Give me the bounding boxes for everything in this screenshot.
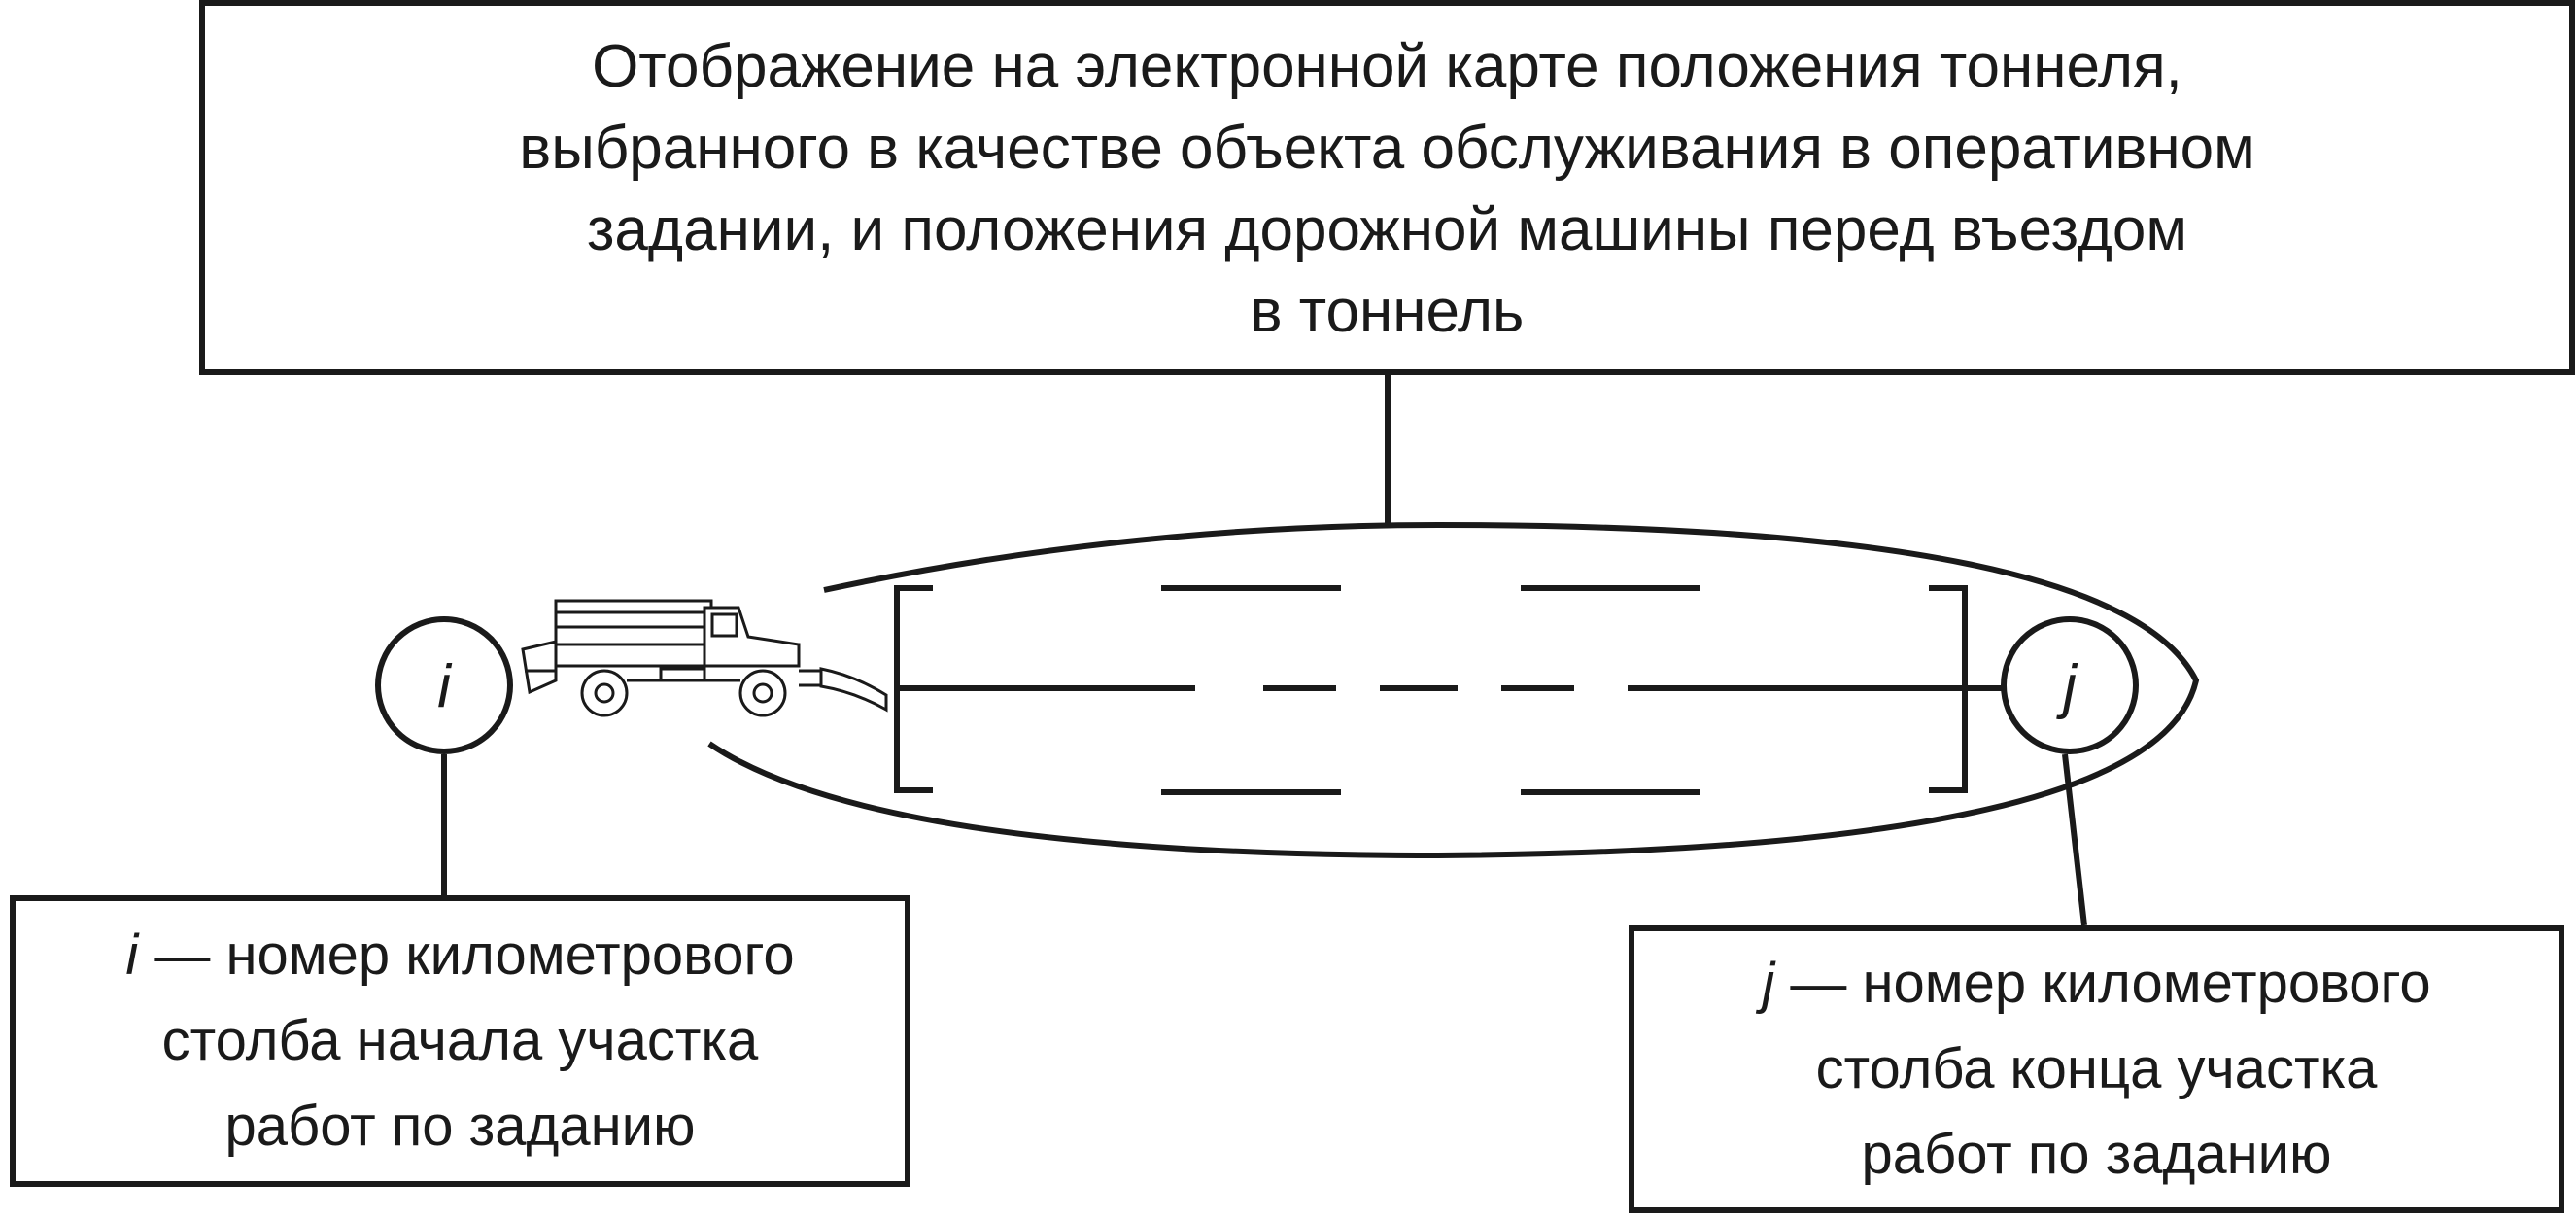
node-j-legend-box: j — номер километрового столба конца уча…	[1629, 925, 2564, 1213]
right-box-line-2: столба конца участка	[1815, 1037, 2378, 1100]
node-i-label: i	[437, 653, 453, 720]
node-i-legend-box: i — номер километрового столба начала уч…	[10, 895, 910, 1187]
top-box-line-4: в тоннель	[1250, 278, 1525, 345]
left-box-line-2: столба начала участка	[161, 1009, 759, 1072]
snowplow-truck-icon	[521, 599, 888, 717]
right-box-line-3: работ по заданию	[1861, 1123, 2332, 1186]
top-box-line-1: Отображение на электронной карте положен…	[592, 33, 2182, 100]
left-box-line-3: работ по заданию	[224, 1095, 696, 1158]
left-box-symbol: i	[125, 923, 139, 987]
top-box-line-2: выбранного в качестве объекта обслуживан…	[519, 115, 2255, 182]
tunnel-description-box: Отображение на электронной карте положен…	[199, 0, 2575, 375]
node-j-circle	[2001, 616, 2139, 754]
top-box-line-3: задании, и положения дорожной машины пер…	[587, 196, 2187, 263]
arrow-to-node-j	[2062, 753, 2087, 926]
left-box-line-1: i — номер километрового	[125, 913, 794, 998]
tunnel-outline	[707, 521, 2200, 859]
right-box-line-1-text: — номер километрового	[1774, 952, 2431, 1015]
left-box-line-1-text: — номер километрового	[138, 923, 795, 987]
node-i-circle	[375, 616, 513, 754]
right-box-line-1: j — номер километрового	[1762, 941, 2430, 1027]
right-box-symbol: j	[1762, 952, 1775, 1015]
